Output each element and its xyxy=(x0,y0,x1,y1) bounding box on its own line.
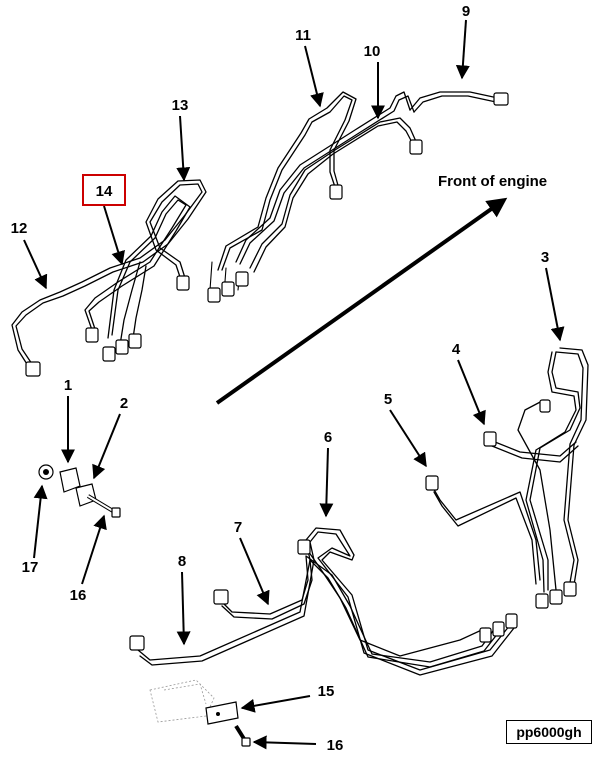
callout-8: 8 xyxy=(178,553,186,570)
bottom-bracket-parts xyxy=(149,679,251,747)
callout-10: 10 xyxy=(364,43,381,60)
callout-15: 15 xyxy=(318,683,335,700)
callout-7: 7 xyxy=(234,519,242,536)
callout-9: 9 xyxy=(462,3,470,20)
leader-lines xyxy=(23,19,565,750)
lower-center-line-assembly xyxy=(137,527,515,676)
lower-right-line-assembly xyxy=(431,347,589,593)
front-of-engine-label: Front of engine xyxy=(438,173,547,190)
callout-16-upper: 16 xyxy=(70,587,87,604)
callout-2: 2 xyxy=(120,395,128,412)
callout-12: 12 xyxy=(11,220,28,237)
upper-left-line-assembly xyxy=(11,179,207,373)
callout-4: 4 xyxy=(452,341,461,358)
reference-code: pp6000gh xyxy=(516,724,582,740)
callout-labels: 9 10 11 13 12 3 4 5 6 7 8 1 2 17 16 15 1… xyxy=(11,3,550,754)
reference-code-box: pp6000gh xyxy=(506,720,592,744)
fittings-upper-left xyxy=(25,275,190,377)
callout-3: 3 xyxy=(541,249,549,266)
upper-right-line-assembly xyxy=(209,91,499,296)
callout-14: 14 xyxy=(96,183,113,200)
highlighted-callout-14: 14 xyxy=(82,174,126,206)
callout-13: 13 xyxy=(172,97,189,114)
callout-11: 11 xyxy=(295,27,311,44)
callout-5: 5 xyxy=(384,391,392,408)
fittings-lower-center xyxy=(129,539,518,651)
callout-1: 1 xyxy=(64,377,72,394)
callout-16-lower: 16 xyxy=(327,737,344,754)
clamp-parts xyxy=(38,464,121,518)
fittings-upper-right xyxy=(207,92,509,303)
front-of-engine-arrow xyxy=(215,197,508,405)
fittings-lower-right xyxy=(425,399,577,609)
callout-17: 17 xyxy=(22,559,39,576)
callout-6: 6 xyxy=(324,429,332,446)
